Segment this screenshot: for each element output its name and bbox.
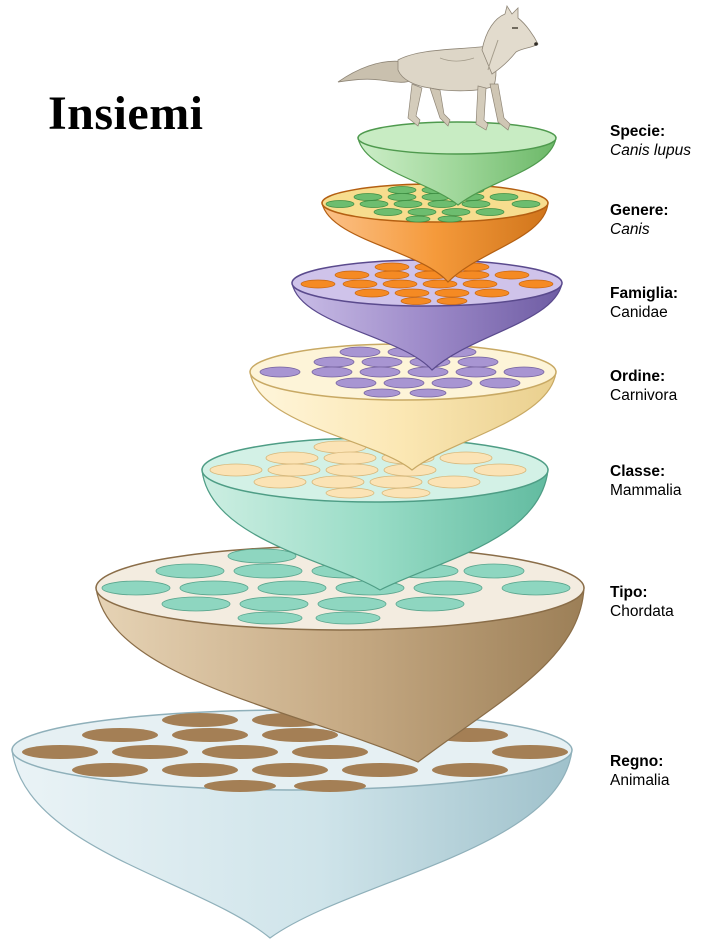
- wolf-icon: [338, 6, 538, 130]
- taxon-name: Canidae: [610, 303, 718, 322]
- bowl-regno: [12, 710, 572, 938]
- label-specie: Specie: Canis lupus: [610, 122, 718, 160]
- taxon-name: Canis lupus: [610, 141, 718, 160]
- rank-name: Classe:: [610, 462, 718, 481]
- taxon-name: Carnivora: [610, 386, 718, 405]
- rank-name: Tipo:: [610, 583, 718, 602]
- label-tipo: Tipo: Chordata: [610, 583, 718, 621]
- label-famiglia: Famiglia: Canidae: [610, 284, 718, 322]
- taxon-name: Chordata: [610, 602, 718, 621]
- taxon-name: Canis: [610, 220, 718, 239]
- rank-name: Ordine:: [610, 367, 718, 386]
- label-regno: Regno: Animalia: [610, 752, 718, 790]
- taxon-name: Mammalia: [610, 481, 718, 500]
- label-classe: Classe: Mammalia: [610, 462, 718, 500]
- rank-name: Regno:: [610, 752, 718, 771]
- label-genere: Genere: Canis: [610, 201, 718, 239]
- rank-name: Genere:: [610, 201, 718, 220]
- taxon-name: Animalia: [610, 771, 718, 790]
- page-title: Insiemi: [48, 86, 204, 141]
- rank-name: Specie:: [610, 122, 718, 141]
- rank-name: Famiglia:: [610, 284, 718, 303]
- label-ordine: Ordine: Carnivora: [610, 367, 718, 405]
